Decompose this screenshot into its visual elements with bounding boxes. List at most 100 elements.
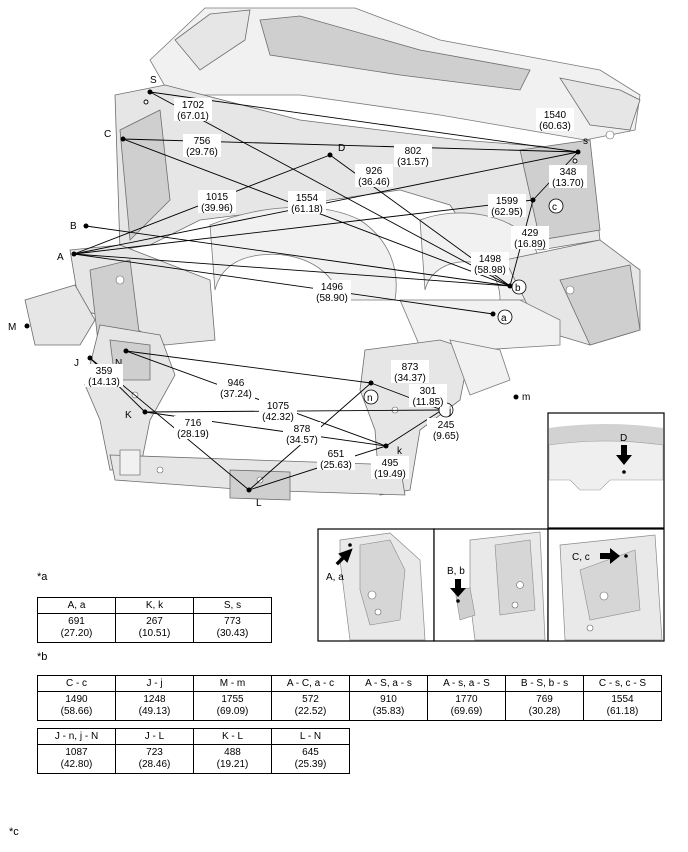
point-label-k: k	[397, 446, 403, 457]
point-label-m: m	[522, 392, 530, 403]
measurement-mm: 926	[366, 166, 383, 177]
point-J-dot	[87, 355, 93, 361]
point-D-dot	[327, 152, 333, 158]
table-b1-cell-6: 769(30.28)	[505, 691, 584, 721]
point-M-dot	[24, 323, 30, 329]
detail-aa-arrow	[335, 548, 353, 566]
measurement-mm: 873	[402, 362, 419, 373]
measurement-mm: 1702	[182, 100, 205, 111]
measurement-inch: (19.49)	[374, 469, 406, 480]
note-a: *a	[37, 571, 48, 583]
measurement-mm: 245	[438, 420, 455, 431]
measurement-label-878: 878(34.57)	[283, 422, 321, 446]
measurement-inch: (58.98)	[474, 265, 506, 276]
table-b1-head-5: A - s, a - S	[427, 675, 506, 692]
measurement-mm: 946	[228, 378, 245, 389]
point-label-n: n	[367, 393, 373, 404]
point-label-j: j	[448, 406, 451, 417]
point-label-C: C	[104, 129, 111, 140]
table-b2-cell-2: 488(19.21)	[193, 744, 272, 774]
measurement-mm: 1015	[206, 192, 229, 203]
measurement-mm: 301	[420, 386, 437, 397]
measurement-inch: (58.90)	[316, 293, 348, 304]
measurement-inch: (67.01)	[177, 111, 209, 122]
point-label-s: s	[583, 136, 588, 147]
measurement-mm: 802	[405, 146, 422, 157]
table-b1-head-3: A - C, a - c	[271, 675, 350, 692]
detail-bb-arrow	[450, 579, 466, 597]
measurement-label-348: 348(13.70)	[549, 165, 587, 189]
measurement-mm: 1496	[321, 282, 344, 293]
table-b2-head-0: J - n, j - N	[37, 728, 116, 745]
measurement-mm: 1540	[544, 110, 567, 121]
measurement-label-1540: 1540(60.63)	[536, 108, 574, 132]
point-label-D: D	[338, 143, 345, 154]
measurement-label-946: 946(37.24)	[217, 376, 255, 400]
measurement-inch: (29.76)	[186, 147, 218, 158]
point-n-badge	[363, 389, 379, 405]
point-n-dot	[368, 380, 374, 386]
detail-aa-label: A, a	[326, 572, 344, 583]
point-label-a: a	[501, 313, 507, 324]
point-label-M: M	[8, 322, 16, 333]
point-label-K: K	[125, 410, 132, 421]
measurement-mm: 1599	[496, 196, 519, 207]
measurement-mm: 716	[185, 418, 202, 429]
measurement-mm: 1498	[479, 254, 502, 265]
measurement-inch: (61.18)	[291, 204, 323, 215]
measurement-mm: 756	[194, 136, 211, 147]
table-b2-head-3: L - N	[271, 728, 350, 745]
detail-d-arrow	[616, 445, 632, 465]
measurement-mm: 348	[560, 167, 577, 178]
point-a-badge	[497, 309, 513, 325]
measurement-label-756: 756(29.76)	[183, 134, 221, 158]
table-a-head-1: K, k	[115, 597, 194, 614]
detail-bb-label: B, b	[447, 566, 465, 577]
point-S-hole	[143, 99, 149, 105]
measurement-inch: (39.96)	[201, 203, 233, 214]
point-N-dot	[123, 348, 129, 354]
measurement-inch: (62.95)	[491, 207, 523, 218]
detail-cc-label: C, c	[572, 552, 590, 563]
table-b1-cell-1: 1248(49.13)	[115, 691, 194, 721]
measurement-mm: 1075	[267, 401, 290, 412]
point-K-dot	[142, 409, 148, 415]
measurement-label-926: 926(36.46)	[355, 164, 393, 188]
measurement-label-1015: 1015(39.96)	[198, 190, 236, 214]
measurement-inch: (25.63)	[320, 460, 352, 471]
measurement-inch: (9.65)	[433, 431, 459, 442]
measurement-label-301: 301(11.85)	[409, 384, 447, 408]
point-B-dot	[83, 223, 89, 229]
table-a-cell-0: 691(27.20)	[37, 613, 116, 643]
table-b2-head-2: K - L	[193, 728, 272, 745]
measurement-label-873: 873(34.37)	[391, 360, 429, 384]
note-b: *b	[37, 651, 48, 663]
point-C-dot	[120, 136, 126, 142]
point-label-S: S	[150, 75, 157, 86]
measurement-inch: (42.32)	[262, 412, 294, 423]
table-b1-head-2: M - m	[193, 675, 272, 692]
point-label-L: L	[256, 498, 262, 509]
point-s-hole	[572, 158, 578, 164]
point-label-N: N	[115, 358, 122, 369]
point-label-c: c	[552, 202, 557, 213]
point-label-B: B	[70, 221, 77, 232]
table-b1-cell-3: 572(22.52)	[271, 691, 350, 721]
dimension-table-a: A, a K, k S, s 691(27.20) 267(10.51) 773…	[37, 597, 272, 643]
measurement-label-716: 716(28.19)	[174, 416, 212, 440]
point-label-A: A	[57, 252, 64, 263]
measurement-inch: (34.57)	[286, 435, 318, 446]
measurement-inch: (31.57)	[397, 157, 429, 168]
table-b1-head-1: J - j	[115, 675, 194, 692]
measurement-inch: (60.63)	[539, 121, 571, 132]
measurement-inch: (28.19)	[177, 429, 209, 440]
point-s-dot	[575, 149, 581, 155]
table-b1-cell-5: 1770(69.69)	[427, 691, 506, 721]
measurement-label-1075: 1075(42.32)	[259, 399, 297, 423]
point-S-dot	[147, 89, 153, 95]
measurement-labels: 1702(67.01) 1540(60.63) 756(29.76) 802(31.5…	[85, 98, 587, 480]
table-b1-head-4: A - S, a - s	[349, 675, 428, 692]
measurement-inch: (11.85)	[413, 397, 444, 408]
point-c-dot	[530, 197, 536, 203]
table-b2-cell-3: 645(25.39)	[271, 744, 350, 774]
